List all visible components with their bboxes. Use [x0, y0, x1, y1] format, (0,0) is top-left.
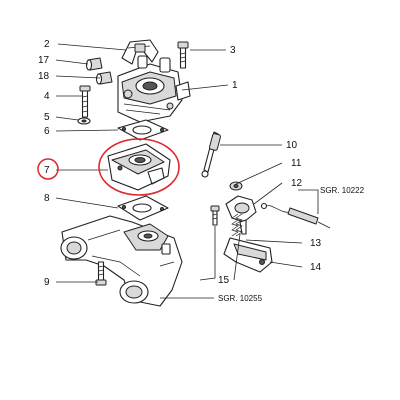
part-5-washer [77, 117, 91, 125]
callout-6: 6 [44, 126, 50, 137]
part-10-rod [201, 131, 221, 178]
part-13-spring [231, 213, 243, 237]
leader-lines [55, 43, 319, 299]
highlight-callout-circle [37, 158, 59, 180]
callout-10: 10 [286, 140, 298, 151]
callout-12: 12 [291, 178, 303, 189]
callout-18: 18 [38, 71, 50, 82]
callout-labels: 2 3 17 18 1 4 5 6 10 11 7 12 SGR. 10222 … [38, 39, 365, 303]
callout-14: 14 [310, 262, 322, 273]
highlight-part-7 [37, 138, 180, 196]
part-17-sleeve [85, 57, 103, 71]
part-2-bracket [121, 39, 159, 65]
part-7-spacer [107, 143, 171, 191]
part-8-gasket [117, 195, 169, 221]
callout-3: 3 [230, 45, 236, 56]
callout-15: 15 [218, 275, 230, 286]
callout-9: 9 [44, 277, 50, 288]
intake-manifold [60, 215, 183, 307]
part-18-nut [95, 71, 113, 85]
callout-13: 13 [310, 238, 322, 249]
reference-sgr-10255: SGR. 10255 [218, 294, 263, 303]
highlight-part-ellipse [98, 138, 180, 196]
part-1-carburettor [117, 55, 191, 123]
callout-11: 11 [291, 158, 302, 169]
part-12-lever [225, 195, 257, 235]
part-15-screw [210, 205, 220, 226]
accelerator-cable [260, 202, 331, 229]
part-11-nut [229, 181, 243, 191]
part-4-stud [79, 85, 91, 118]
part-9-bolt [95, 261, 107, 286]
part-3-bolt [177, 41, 189, 69]
reference-sgr-10222: SGR. 10222 [320, 186, 365, 195]
callout-17: 17 [38, 55, 50, 66]
callout-4: 4 [44, 91, 50, 102]
part-6-gasket [117, 119, 169, 141]
callout-7: 7 [44, 165, 50, 176]
callout-5: 5 [44, 112, 50, 123]
part-14-bracket [223, 237, 273, 273]
callout-2: 2 [44, 39, 50, 50]
callout-8: 8 [44, 193, 50, 204]
callout-1: 1 [232, 80, 238, 91]
